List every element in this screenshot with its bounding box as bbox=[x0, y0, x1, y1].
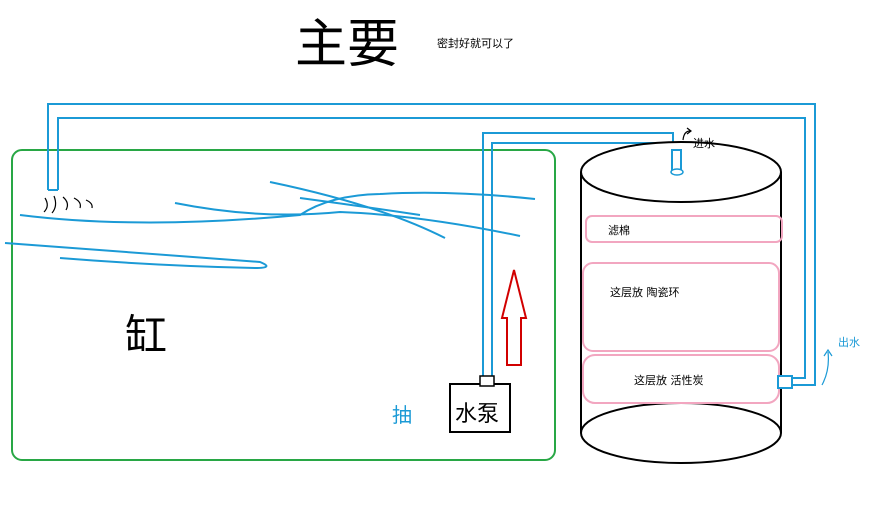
flow-up-arrow bbox=[500, 269, 528, 366]
water-out-label: 出水 bbox=[838, 335, 860, 349]
water-in-label: 进水 bbox=[693, 137, 715, 150]
water-in-arrow-icon bbox=[682, 130, 691, 141]
tank-hand-label: 缸 bbox=[125, 311, 167, 360]
water-in-arrowhead-icon bbox=[686, 127, 692, 135]
outlet-pipe bbox=[47, 103, 816, 386]
layer-1-label: 滤棉 bbox=[608, 223, 630, 237]
layer-3-label: 这层放 活性炭 bbox=[634, 373, 704, 387]
water-flow-strokes bbox=[4, 181, 536, 270]
spray-marks bbox=[43, 195, 93, 214]
filter-inlet-stub bbox=[670, 149, 684, 176]
seal-note: 密封好就可以了 bbox=[437, 36, 514, 50]
water-out-arrowhead-icon bbox=[823, 348, 833, 357]
filter-cylinder bbox=[580, 141, 782, 464]
water-out-arrow-icon bbox=[821, 351, 829, 386]
pump: 水泵 bbox=[449, 375, 511, 433]
main-hand-label: 主要 bbox=[295, 15, 399, 75]
layer-ceramic-rings bbox=[582, 262, 780, 352]
pump-hand-label: 水泵 bbox=[455, 402, 499, 427]
layer-2-label: 这层放 陶瓷环 bbox=[610, 285, 680, 299]
pump-side-hand-label: 抽 bbox=[392, 403, 412, 427]
tank-outline bbox=[11, 149, 556, 461]
filter-outlet-stub bbox=[777, 375, 793, 389]
layer-filter-cotton bbox=[585, 215, 783, 243]
